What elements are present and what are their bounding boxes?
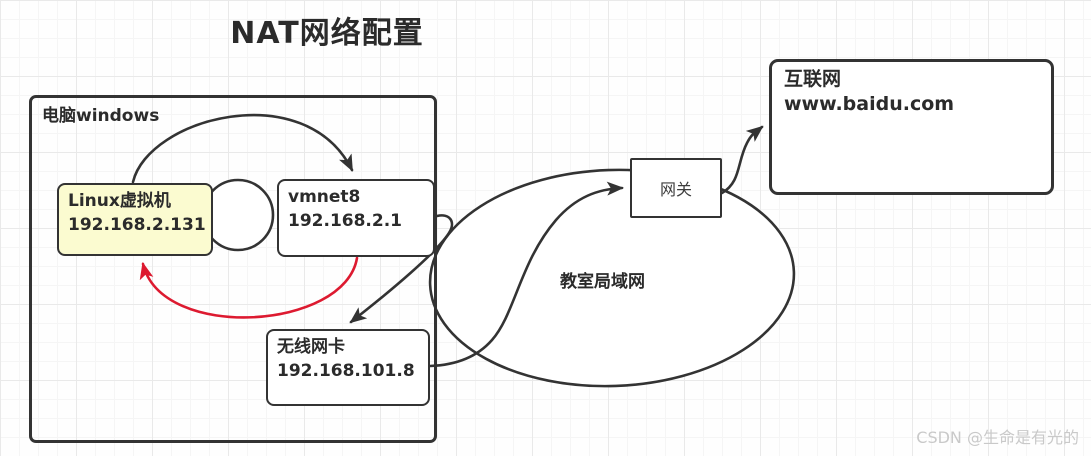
- lan-ellipse: [428, 168, 796, 388]
- wireless-name: 无线网卡: [277, 337, 345, 357]
- linux-vm-name: Linux虚拟机: [68, 191, 171, 211]
- gateway-label: 网关: [659, 180, 692, 199]
- node-wireless-adapter: 无线网卡 192.168.101.8: [266, 329, 430, 406]
- internet-name: 互联网: [784, 68, 842, 90]
- arrow-wireless-to-gateway: [428, 181, 624, 368]
- node-vmnet8: vmnet8 192.168.2.1: [277, 179, 435, 257]
- lan-label: 教室局域网: [560, 272, 645, 292]
- node-internet: 互联网 www.baidu.com: [769, 59, 1054, 195]
- arrow-linuxvm-to-vmnet8: [131, 113, 354, 184]
- node-linux-vm: Linux虚拟机 192.168.2.131: [57, 183, 213, 256]
- arrow-vmnet8-to-linuxvm: [139, 256, 359, 319]
- arrow-gateway-to-internet: [720, 125, 764, 195]
- page-title: NAT网络配置: [230, 16, 424, 51]
- linux-vm-ip: 192.168.2.131: [68, 215, 206, 235]
- windows-host-box: 电脑windows: [29, 95, 437, 443]
- internet-url: www.baidu.com: [784, 93, 955, 115]
- windows-host-label: 电脑windows: [42, 106, 160, 126]
- vmnet8-name: vmnet8: [288, 187, 361, 207]
- wireless-ip: 192.168.101.8: [277, 361, 415, 381]
- arrow-vmnet8-to-wireless: [349, 214, 454, 324]
- vmnet8-ip: 192.168.2.1: [288, 211, 403, 231]
- watermark: CSDN @生命是有光的: [916, 428, 1079, 447]
- node-gateway: 网关: [630, 158, 722, 218]
